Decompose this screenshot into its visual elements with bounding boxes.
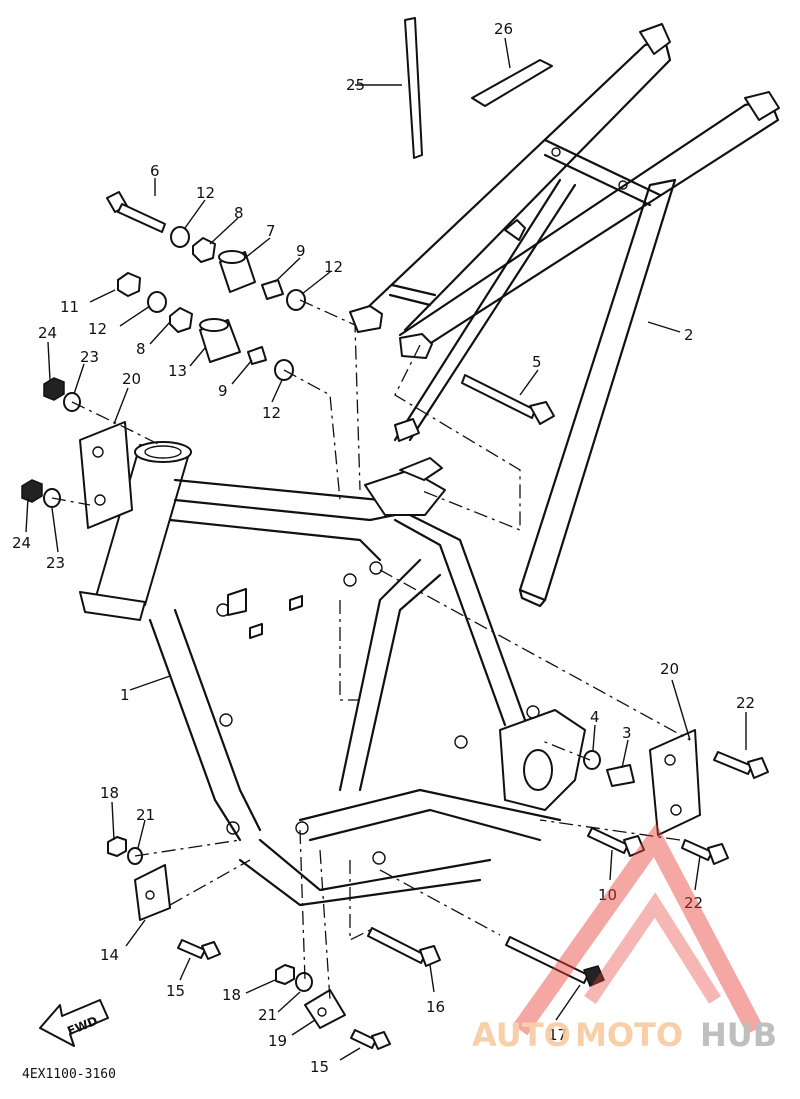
callout-15-lower: 15 — [310, 1058, 329, 1076]
fwd-arrow: FWD — [39, 999, 109, 1047]
callout-6: 6 — [150, 162, 160, 180]
callout-12-lower: 12 — [262, 404, 281, 422]
callout-19: 19 — [268, 1032, 287, 1050]
callout-23-lower: 23 — [46, 554, 65, 572]
callout-8-left: 8 — [136, 340, 146, 358]
callout-11: 11 — [60, 298, 79, 316]
callout-9-top: 9 — [296, 242, 306, 260]
assembly-lines — [51, 299, 691, 1001]
callout-15-upper: 15 — [166, 982, 185, 1000]
callout-22-upper: 22 — [736, 694, 755, 712]
diagram-code: 4EX1100-3160 — [22, 1067, 116, 1082]
callout-9-lower: 9 — [218, 382, 228, 400]
callout-23-upper: 23 — [80, 348, 99, 366]
callout-4: 4 — [590, 708, 600, 726]
callout-21-lower: 21 — [258, 1006, 277, 1024]
callout-22-lower: 22 — [684, 894, 703, 912]
callout-7: 7 — [266, 222, 276, 240]
callout-26: 26 — [494, 20, 513, 38]
callout-18-upper: 18 — [100, 784, 119, 802]
main-frame — [79, 441, 586, 907]
callout-14: 14 — [100, 946, 119, 964]
callout-20-left: 20 — [122, 370, 141, 388]
callout-20-right: 20 — [660, 660, 679, 678]
callout-2: 2 — [684, 326, 694, 344]
callout-labels: 1 2 3 4 5 6 7 8 8 9 9 10 11 12 12 12 12 … — [12, 20, 755, 1076]
callout-17: 17 — [548, 1026, 567, 1044]
watermark: AUTO MOTO HUB — [472, 822, 777, 1054]
callout-10: 10 — [598, 886, 617, 904]
callout-16: 16 — [426, 998, 445, 1016]
watermark-moto: MOTO — [575, 1016, 683, 1054]
brackets — [79, 421, 701, 1029]
callout-1: 1 — [120, 686, 130, 704]
callout-13: 13 — [168, 362, 187, 380]
callout-25: 25 — [346, 76, 365, 94]
callout-12-top: 12 — [196, 184, 215, 202]
callout-12-left: 12 — [88, 320, 107, 338]
callout-12-right: 12 — [324, 258, 343, 276]
fasteners — [21, 17, 769, 1050]
leader-lines — [25, 37, 747, 1061]
callout-5: 5 — [532, 353, 542, 371]
watermark-hub: HUB — [700, 1016, 777, 1054]
callout-3: 3 — [622, 724, 632, 742]
callout-21-upper: 21 — [136, 806, 155, 824]
callout-8-top: 8 — [234, 204, 244, 222]
rear-subframe — [349, 23, 780, 608]
watermark-auto: AUTO — [472, 1016, 571, 1054]
callout-24-upper: 24 — [38, 324, 57, 342]
callout-18-lower: 18 — [222, 986, 241, 1004]
callout-24-lower: 24 — [12, 534, 31, 552]
